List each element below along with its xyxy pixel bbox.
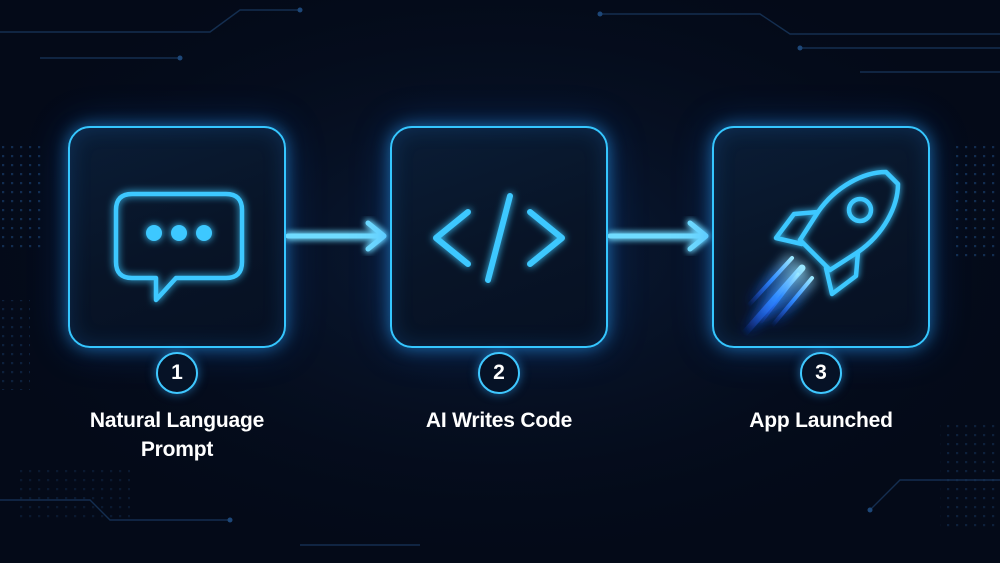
- chat-bubble-icon: [113, 191, 245, 303]
- step-2-label-line-1: AI Writes Code: [425, 409, 573, 432]
- step-1-number: 1: [156, 352, 198, 394]
- step-3-card: [712, 126, 930, 348]
- step-2-number: 2: [478, 352, 520, 394]
- flow-arrow-1: [286, 220, 387, 252]
- step-1-label-line-2: Prompt: [140, 438, 214, 461]
- step-1-label: Natural Language Prompt: [37, 406, 317, 464]
- step-2-label: AI Writes Code: [359, 406, 639, 435]
- step-2-card: [390, 126, 608, 348]
- step-1-label-line-1: Natural Language: [89, 409, 265, 432]
- step-3-label: App Launched: [681, 406, 961, 435]
- step-3-number: 3: [800, 352, 842, 394]
- step-3-label-line-1: App Launched: [749, 409, 893, 432]
- rocket-icon: [740, 169, 901, 338]
- step-1-card: [68, 126, 286, 348]
- code-brackets-icon: [433, 193, 565, 283]
- flow-arrow-2: [608, 220, 709, 252]
